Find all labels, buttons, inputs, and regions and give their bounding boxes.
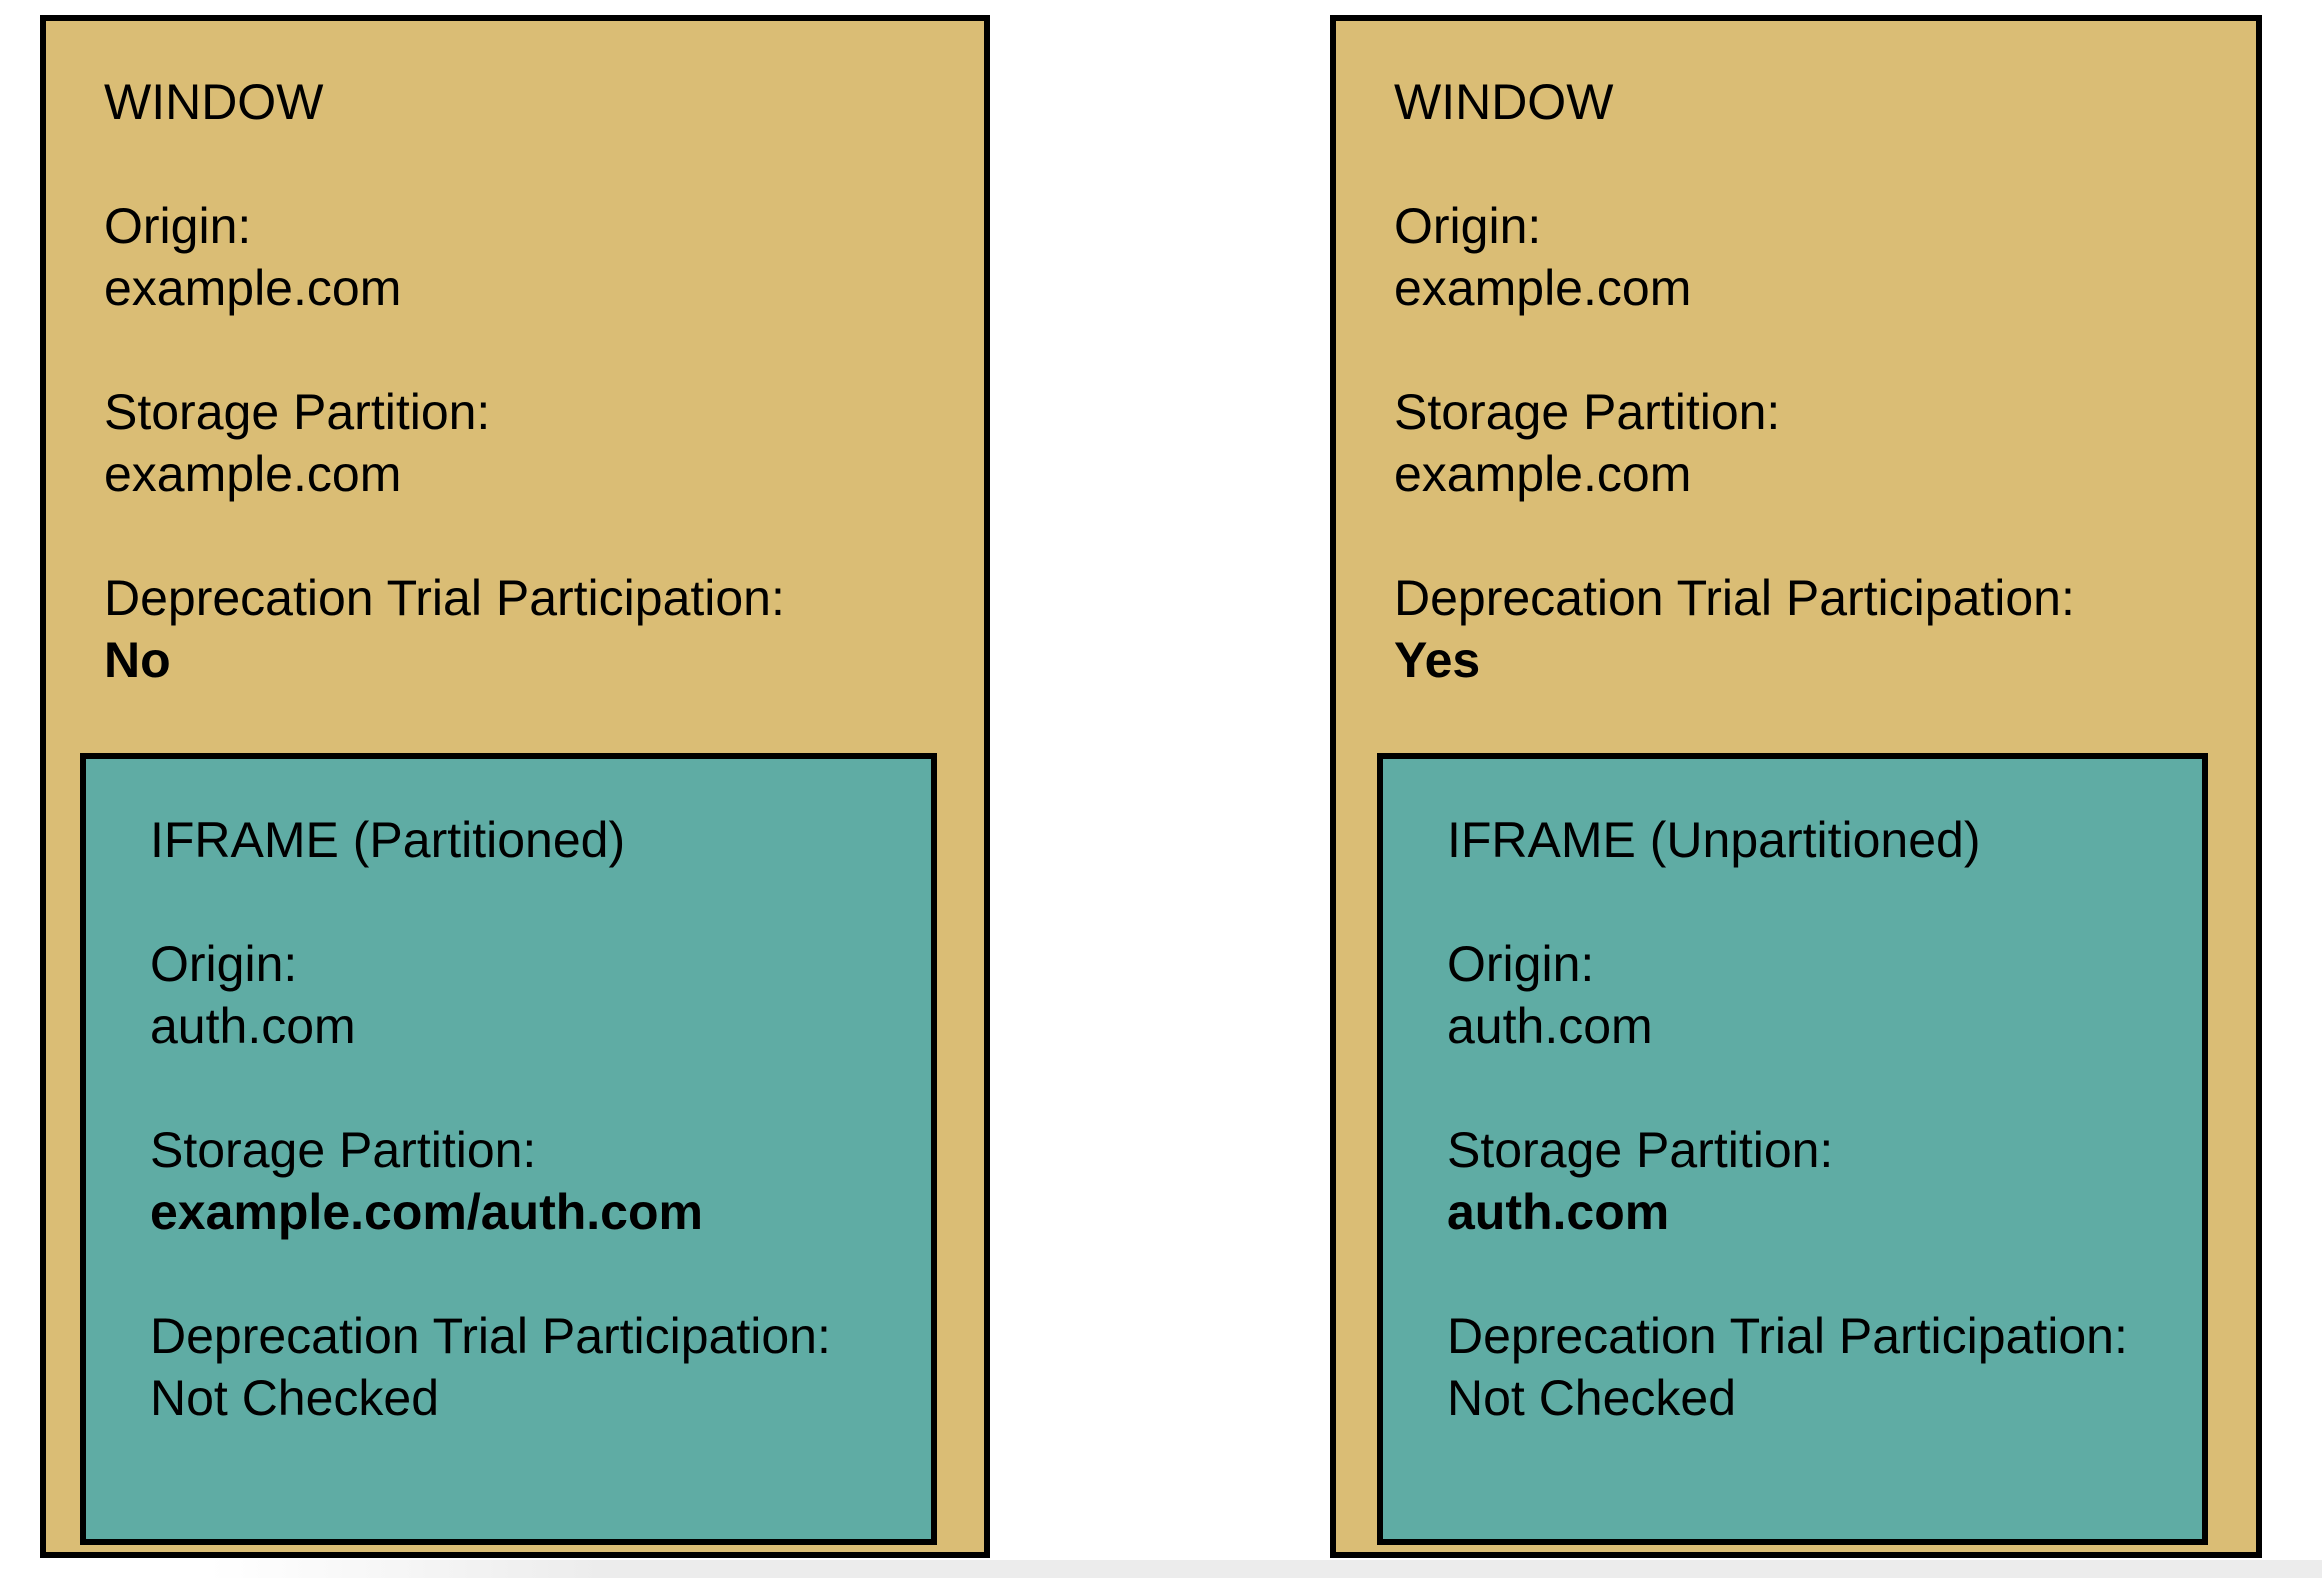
origin-label: Origin: [1447, 936, 1595, 992]
window-trial-participation-field: Deprecation Trial Participation: No [104, 567, 944, 691]
window-box-no-trial: WINDOW Origin: example.com Storage Parti… [40, 15, 990, 1558]
storage-partition-value: example.com [104, 446, 402, 502]
origin-label: Origin: [150, 936, 298, 992]
storage-partition-label: Storage Partition: [1447, 1122, 1834, 1178]
trial-participation-value: Not Checked [1447, 1370, 1737, 1426]
window-title: WINDOW [1394, 74, 1614, 130]
trial-participation-value: Not Checked [150, 1370, 440, 1426]
storage-partition-label: Storage Partition: [1394, 384, 1781, 440]
iframe-storage-partition-field: Storage Partition: example.com/auth.com [150, 1119, 901, 1243]
iframe-trial-participation-field: Deprecation Trial Participation: Not Che… [150, 1305, 901, 1429]
window-title: WINDOW [104, 74, 324, 130]
trial-participation-value: No [104, 632, 171, 688]
window-box-with-trial: WINDOW Origin: example.com Storage Parti… [1330, 15, 2262, 1558]
window-origin-field: Origin: example.com [1394, 195, 2216, 319]
window-trial-participation-field: Deprecation Trial Participation: Yes [1394, 567, 2216, 691]
storage-partition-label: Storage Partition: [104, 384, 491, 440]
origin-value: auth.com [1447, 998, 1653, 1054]
trial-participation-value: Yes [1394, 632, 1481, 688]
origin-value: auth.com [150, 998, 356, 1054]
iframe-box-unpartitioned: IFRAME (Unpartitioned) Origin: auth.com … [1377, 753, 2208, 1545]
storage-partition-label: Storage Partition: [150, 1122, 537, 1178]
storage-partition-value: auth.com [1447, 1184, 1670, 1240]
trial-participation-label: Deprecation Trial Participation: [1394, 570, 2075, 626]
iframe-title: IFRAME (Partitioned) [150, 812, 626, 868]
origin-label: Origin: [1394, 198, 1542, 254]
iframe-title: IFRAME (Unpartitioned) [1447, 812, 1981, 868]
iframe-storage-partition-field: Storage Partition: auth.com [1447, 1119, 2172, 1243]
storage-partition-value: example.com [1394, 446, 1692, 502]
window-origin-field: Origin: example.com [104, 195, 944, 319]
origin-label: Origin: [104, 198, 252, 254]
bottom-edge-strip [0, 1560, 2322, 1578]
iframe-origin-field: Origin: auth.com [1447, 933, 2172, 1057]
iframe-box-partitioned: IFRAME (Partitioned) Origin: auth.com St… [80, 753, 937, 1545]
iframe-origin-field: Origin: auth.com [150, 933, 901, 1057]
trial-participation-label: Deprecation Trial Participation: [1447, 1308, 2128, 1364]
window-storage-partition-field: Storage Partition: example.com [1394, 381, 2216, 505]
trial-participation-label: Deprecation Trial Participation: [104, 570, 785, 626]
origin-value: example.com [104, 260, 402, 316]
iframe-trial-participation-field: Deprecation Trial Participation: Not Che… [1447, 1305, 2172, 1429]
origin-value: example.com [1394, 260, 1692, 316]
storage-partition-value: example.com/auth.com [150, 1184, 703, 1240]
window-storage-partition-field: Storage Partition: example.com [104, 381, 944, 505]
trial-participation-label: Deprecation Trial Participation: [150, 1308, 831, 1364]
